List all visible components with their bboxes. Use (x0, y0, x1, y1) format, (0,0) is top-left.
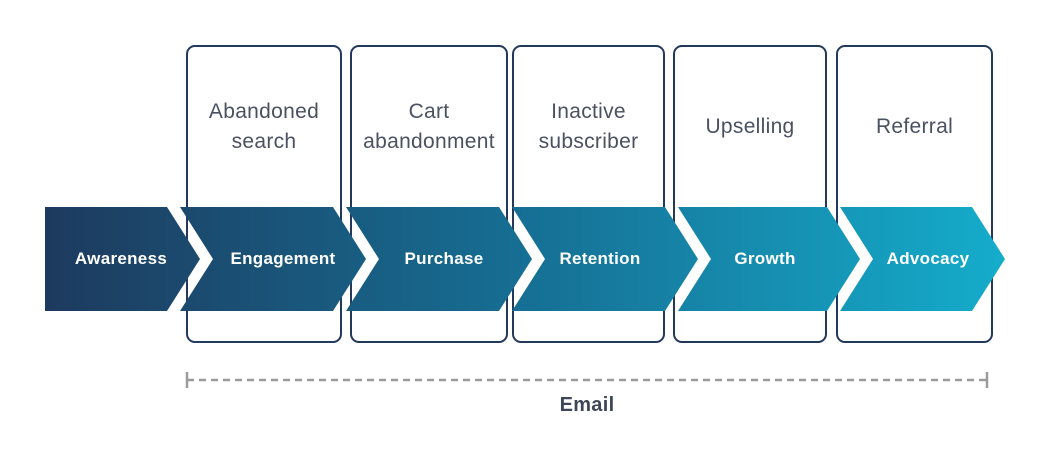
stage-label-purchase: Purchase (404, 249, 484, 268)
funnel-arrow-band (45, 207, 1005, 311)
stage-arrow-engagement (180, 207, 366, 311)
touchpoint-label: Abandoned search (208, 100, 320, 153)
stage-label-growth: Growth (734, 249, 796, 268)
touchpoint-label: Inactive subscriber (538, 100, 639, 153)
channel-label-email: Email (559, 394, 615, 416)
stage-arrow-retention (512, 207, 698, 311)
touchpoint-label: Upselling (705, 115, 795, 138)
stage-label-retention: Retention (559, 249, 641, 268)
stage-label-awareness: Awareness (74, 249, 168, 268)
email-span-dashed-line (185, 372, 989, 388)
stage-arrow-growth (678, 207, 860, 311)
stage-label-engagement: Engagement (230, 249, 336, 268)
stage-label-advocacy: Advocacy (886, 249, 970, 268)
touchpoint-label: Referral (875, 115, 954, 138)
stage-arrow-purchase (346, 207, 532, 311)
stage-arrow-awareness (45, 207, 200, 311)
touchpoint-label: Cart abandonment (363, 100, 495, 153)
stage-arrow-advocacy (840, 207, 1005, 311)
